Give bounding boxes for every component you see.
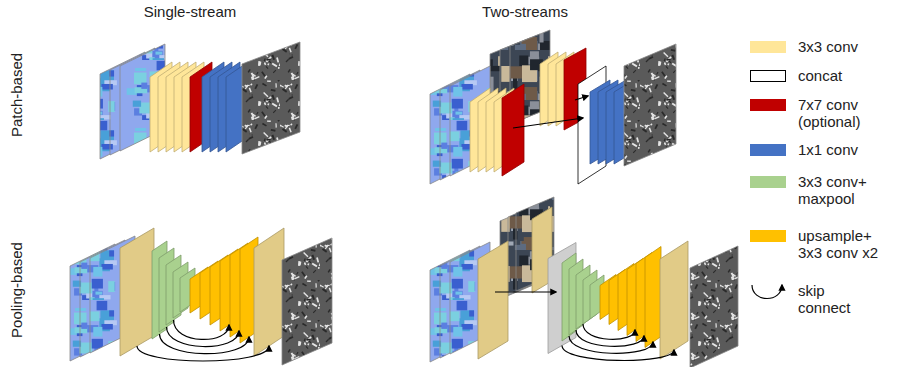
conv3x3-layer [478,241,508,359]
conv3x3-layer [254,228,284,356]
legend-swatch [748,279,788,303]
legend-swatch [750,70,786,82]
legend-text: skip connect [798,282,858,316]
conv3x3-layer [660,241,688,359]
output-image [282,238,332,365]
upsample-conv-layer [645,247,661,348]
output-image [242,42,300,154]
legend-text: 3x3 conv+ maxpool [798,173,890,207]
legend-text: upsample+ 3x3 conv x2 [798,227,890,261]
legend-swatch [750,176,786,188]
legend-swatch [750,41,786,53]
row-header: Patch-based [8,53,25,137]
skip-connection [160,334,250,354]
conv3x3-layer [120,228,154,356]
output-image [690,246,738,367]
skip-connection [583,324,635,339]
skip-connection [174,320,230,339]
column-header: Two-streams [482,3,568,20]
skip-connect-sample [752,285,782,299]
legend-swatch [750,230,786,242]
legend-swatch [750,99,786,111]
column-header: Single-stream [144,3,237,20]
legend-text: concat [798,67,890,84]
output-image [624,44,676,166]
legend-text: 1x1 conv [798,141,890,158]
legend-text: 7x7 conv (optional) [798,96,890,130]
legend-text: 3x3 conv [798,38,890,55]
legend-swatch [750,144,786,156]
stream-arrow [495,291,556,292]
stream-arrow [513,118,583,128]
row-header: Pooling-based [8,242,25,338]
stream-arrow [575,96,588,100]
conv7x7-layer [502,84,524,176]
